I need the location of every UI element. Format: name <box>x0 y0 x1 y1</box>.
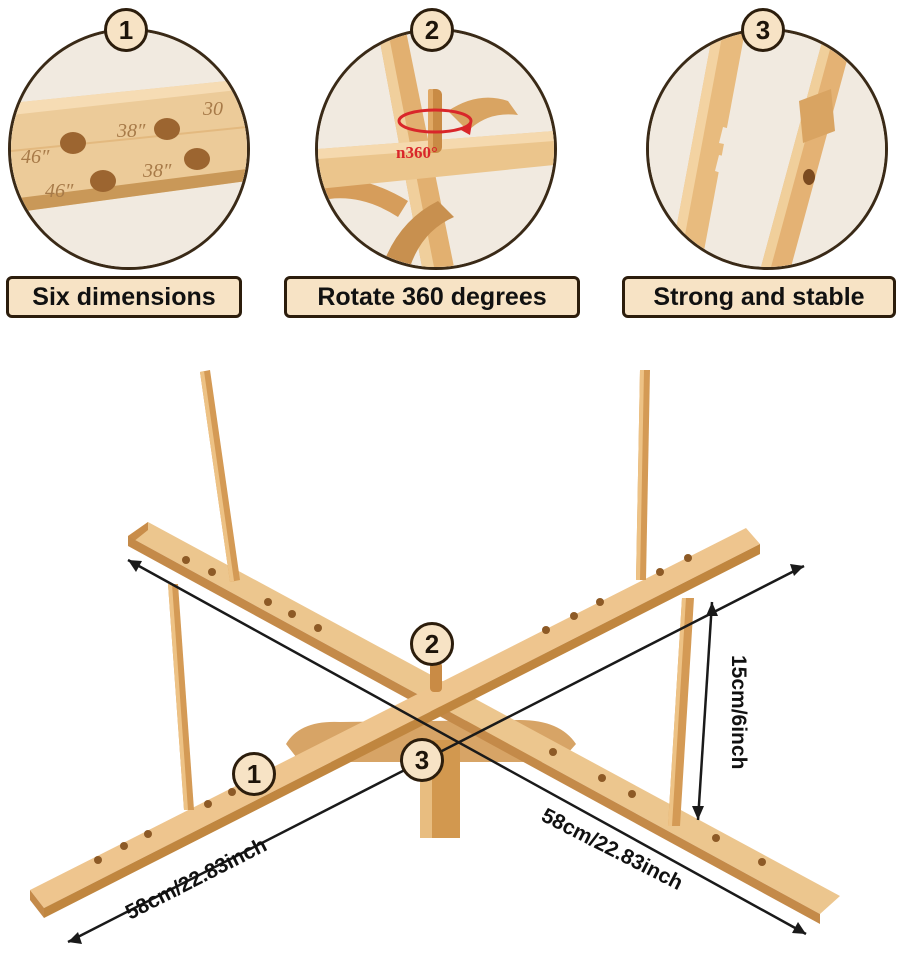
dimension-label-height: 15cm/6inch <box>727 655 750 769</box>
hole-mark: 38″ <box>142 160 172 182</box>
holes-closeup-illustration: 46″ 38″ 30 46″ 38″ <box>11 31 247 267</box>
caption-rotate-360: Rotate 360 degrees <box>284 276 580 318</box>
hole-mark: 38″ <box>116 120 146 142</box>
feature-badge-1: 1 <box>104 8 148 52</box>
feature-badge-3: 3 <box>741 8 785 52</box>
main-badge-1: 1 <box>232 752 276 796</box>
caption-six-dimensions: Six dimensions <box>6 276 242 318</box>
detail-circle-3 <box>646 28 888 270</box>
dimension-line-height <box>692 601 718 821</box>
rotation-arrow-icon <box>397 108 473 134</box>
hole-mark: 46″ <box>21 146 50 168</box>
rotation-closeup-illustration: n360° <box>318 31 554 267</box>
arm-back <box>128 522 840 924</box>
joint-closeup-illustration <box>649 31 885 267</box>
pegs <box>168 370 694 826</box>
dimension-line-right <box>127 558 807 936</box>
main-badge-2: 2 <box>410 622 454 666</box>
feature-badge-2: 2 <box>410 8 454 52</box>
rotation-label: n360° <box>396 143 438 162</box>
arm-front <box>30 528 760 918</box>
hole-mark: 46″ <box>45 180 74 202</box>
yarn-swift-illustration: 58cm/22.83inch 58cm/22.83inch 15cm/6inch <box>0 340 902 960</box>
detail-circle-2: n360° <box>315 28 557 270</box>
caption-strong-stable: Strong and stable <box>622 276 896 318</box>
hole-mark: 30 <box>202 98 223 120</box>
arm-holes <box>182 556 766 866</box>
main-badge-3: 3 <box>400 738 444 782</box>
detail-circle-1: 46″ 38″ 30 46″ 38″ <box>8 28 250 270</box>
